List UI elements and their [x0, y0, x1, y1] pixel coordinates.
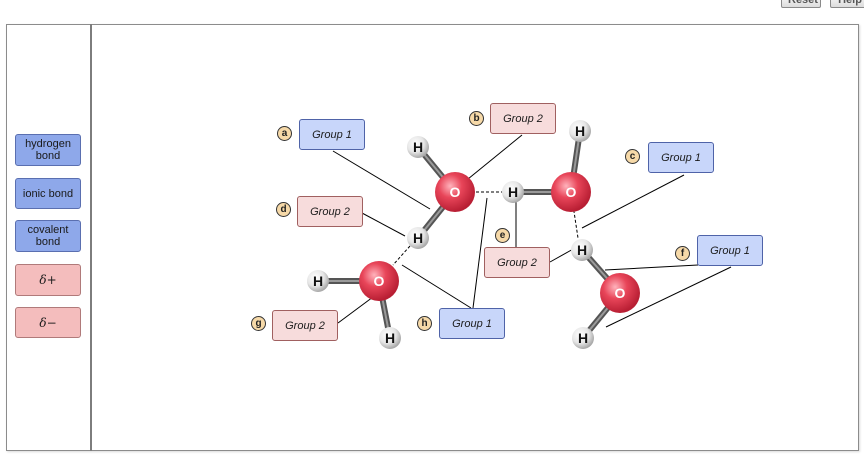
pointer-line-f2 [605, 266, 732, 328]
target-d-group-2[interactable]: Group 2 [297, 196, 363, 227]
pointer-line-f [604, 264, 699, 271]
oxygen-atom-2: O [551, 172, 591, 212]
hydrogen-atom-4: H [569, 120, 591, 142]
palette-tile-label: δ− [39, 315, 57, 330]
hydrogen-atom-label: H [575, 123, 585, 139]
oxygen-atom-label: O [566, 184, 577, 200]
hydrogen-atom-label: H [508, 184, 518, 200]
oxygen-atom-3: O [359, 261, 399, 301]
hydrogen-atom-5: H [307, 270, 329, 292]
hydrogen-atom-label: H [313, 273, 323, 289]
target-h-letter-badge: h [417, 316, 432, 331]
pointer-line-e2 [549, 247, 576, 263]
pointer-line-c [581, 174, 685, 229]
palette-tile-label: δ+ [39, 273, 57, 287]
oxygen-atom-1: O [435, 172, 475, 212]
target-b-group-2[interactable]: Group 2 [490, 103, 556, 134]
hydrogen-atom-8: H [572, 327, 594, 349]
hydrogen-atom-label: H [578, 330, 588, 346]
reset-button[interactable]: Reset [781, 0, 821, 8]
oxygen-atom-label: O [450, 184, 461, 200]
pointer-line-a [332, 150, 431, 210]
hydrogen-atom-label: H [413, 230, 423, 246]
oxygen-atom-label: O [615, 285, 626, 301]
hydrogen-atom-label: H [385, 330, 395, 346]
oxygen-atom-label: O [374, 273, 385, 289]
hydrogen-atom-6: H [379, 327, 401, 349]
pointer-line-h2 [472, 197, 488, 309]
hydrogen-atom-2: H [407, 227, 429, 249]
pointer-line-g [337, 296, 374, 324]
palette-tile-delta-minus[interactable]: δ− [15, 307, 81, 338]
hbond-2 [392, 245, 411, 266]
target-a-group-1[interactable]: Group 1 [299, 119, 365, 150]
target-c-group-1[interactable]: Group 1 [648, 142, 714, 173]
target-c-letter-badge: c [625, 149, 640, 164]
hydrogen-atom-3: H [502, 181, 524, 203]
target-e-letter-badge: e [495, 228, 510, 243]
hydrogen-atom-label: H [413, 139, 423, 155]
target-g-letter-badge: g [251, 316, 266, 331]
target-a-letter-badge: a [277, 126, 292, 141]
palette-tile-delta-plus[interactable]: δ+ [15, 264, 81, 296]
pointer-line-b [467, 134, 523, 180]
target-f-group-1[interactable]: Group 1 [697, 235, 763, 266]
palette-tile-label: ionic bond [22, 187, 74, 200]
target-g-group-2[interactable]: Group 2 [272, 310, 338, 341]
target-b-letter-badge: b [469, 111, 484, 126]
pointer-line-h [401, 264, 472, 309]
target-e-group-2[interactable]: Group 2 [484, 247, 550, 278]
palette-tile-ionic-bond[interactable]: ionic bond [15, 178, 81, 209]
pointer-line-d [361, 212, 406, 237]
label-pointer-lines [332, 134, 732, 328]
hydrogen-atom-label: H [577, 242, 587, 258]
target-d-letter-badge: d [276, 202, 291, 217]
target-h-group-1[interactable]: Group 1 [439, 308, 505, 339]
target-f-letter-badge: f [675, 246, 690, 261]
oxygen-atom-4: O [600, 273, 640, 313]
hydrogen-atom-7: H [571, 239, 593, 261]
help-button[interactable]: Help [830, 0, 864, 8]
hydrogen-atom-1: H [407, 136, 429, 158]
